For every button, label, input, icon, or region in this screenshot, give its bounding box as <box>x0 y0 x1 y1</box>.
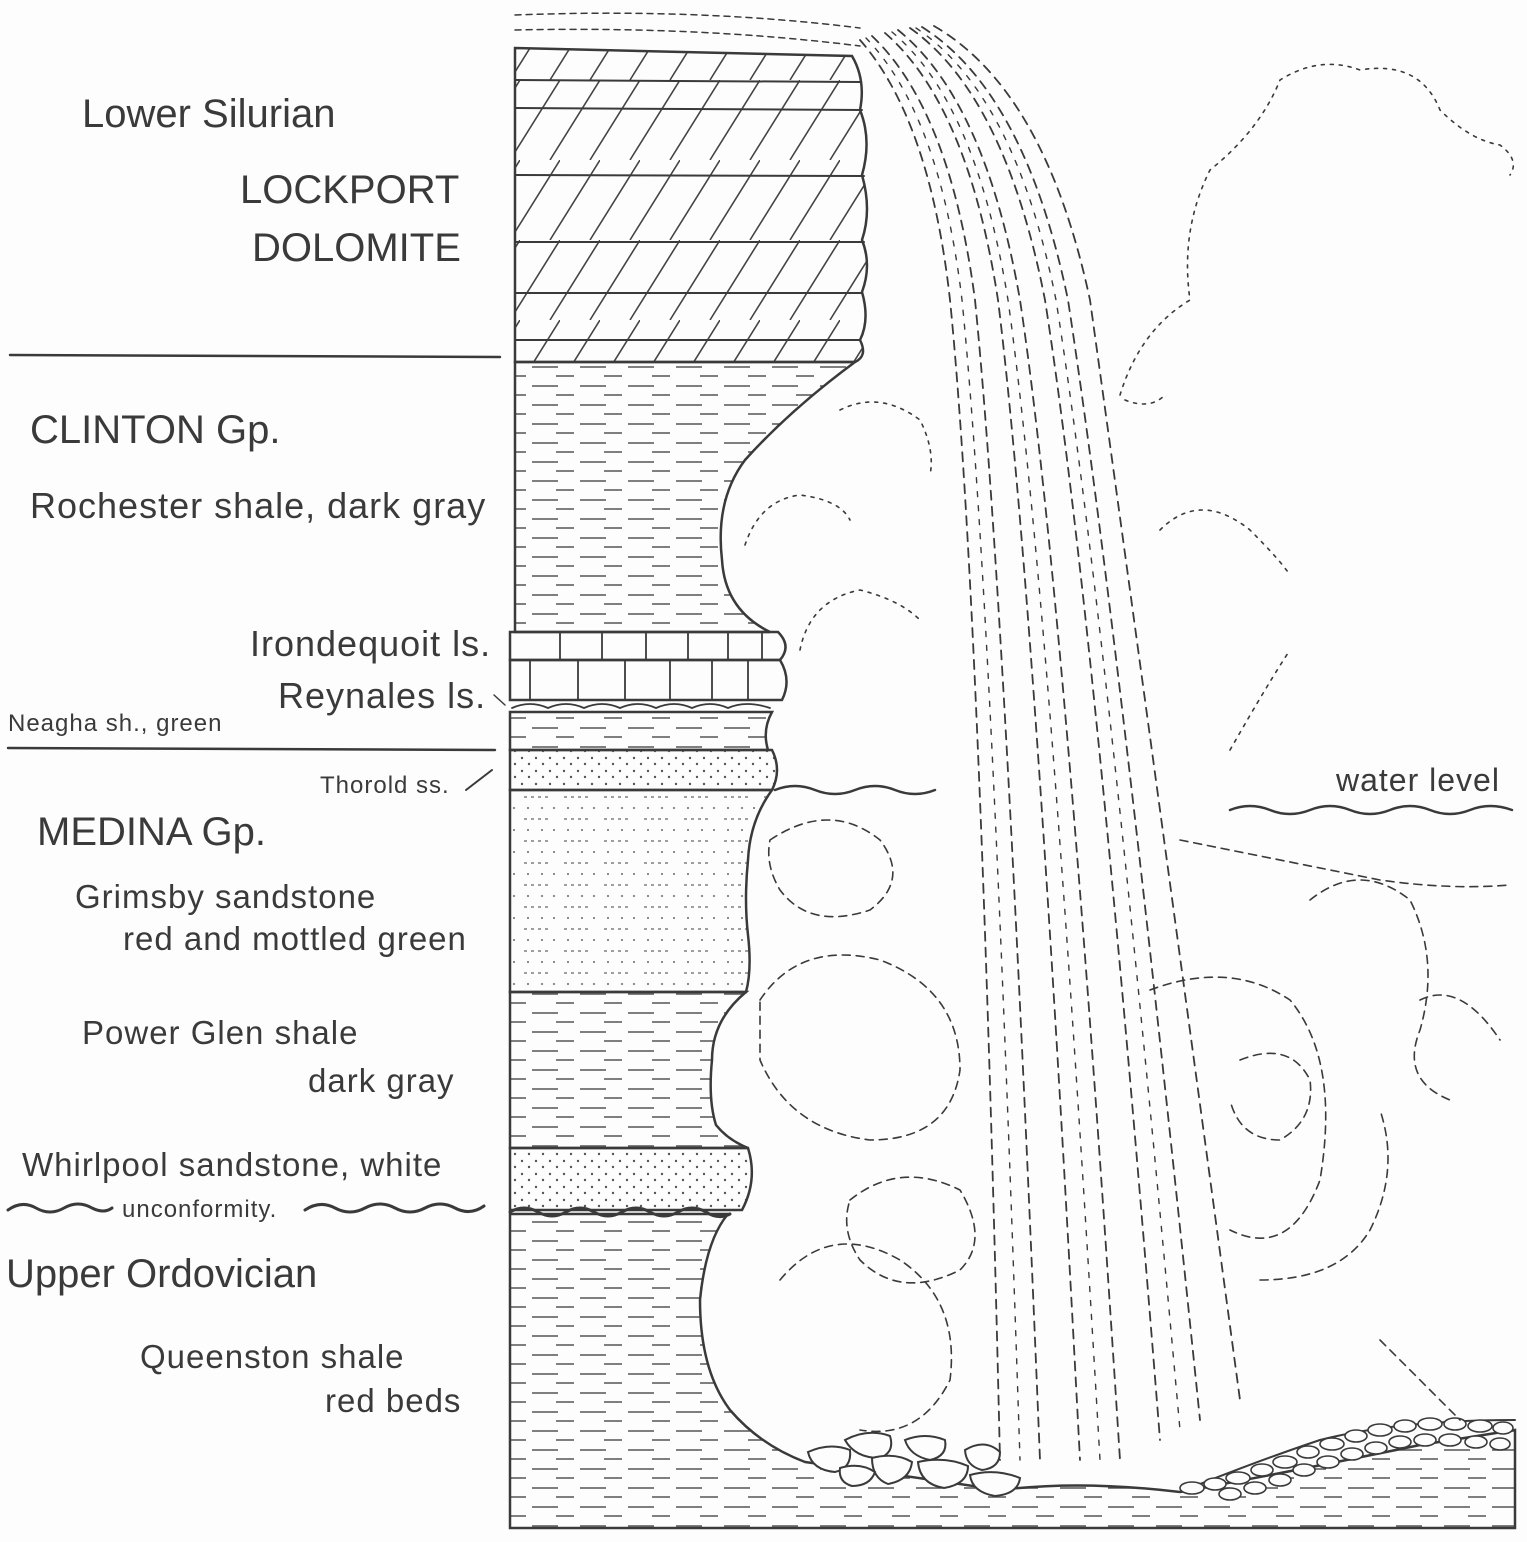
label-power-glen-1: Power Glen shale <box>82 1016 358 1049</box>
irondequoit-blocks <box>560 632 762 660</box>
label-thorold-sandstone: Thorold ss. <box>320 774 450 798</box>
label-unconformity: unconformity. <box>122 1198 277 1222</box>
grimsby-sandstone-layer <box>510 790 772 992</box>
lockport-dolomite-layer <box>515 48 867 362</box>
label-neagha-shale: Neagha sh., green <box>8 712 222 736</box>
reynales-limestone-layer <box>510 660 787 700</box>
thorold-sandstone-layer <box>510 750 777 790</box>
boundary-line-silurian-clinton <box>10 355 500 357</box>
label-medina-group: MEDINA Gp. <box>37 812 266 852</box>
falling-water-curtain <box>860 26 1240 1460</box>
plunge-pool-eddies <box>760 820 1510 1431</box>
boundary-line-clinton-medina <box>8 748 495 750</box>
label-queenston-2: red beds <box>325 1384 461 1417</box>
label-rochester-shale: Rochester shale, dark gray <box>30 488 486 524</box>
label-clinton-group: CLINTON Gp. <box>30 410 280 450</box>
label-grimsby-1: Grimsby sandstone <box>75 880 376 913</box>
label-irondequoit: Irondequoit ls. <box>250 626 491 662</box>
label-grimsby-2: red and mottled green <box>123 922 467 955</box>
label-whirlpool-sandstone: Whirlpool sandstone, white <box>22 1148 442 1181</box>
label-lower-silurian: Lower Silurian <box>82 94 335 134</box>
unconformity-line-left <box>8 1204 112 1212</box>
falling-water-curtain-inner <box>866 28 1180 1460</box>
crest-water <box>515 13 860 46</box>
whirlpool-sandstone-layer <box>510 1148 752 1210</box>
power-glen-shale-layer <box>510 992 748 1148</box>
unconformity-line-right <box>305 1204 484 1212</box>
thorold-leader-line <box>466 770 492 790</box>
reynales-leader-line <box>494 695 505 705</box>
label-dolomite: DOLOMITE <box>252 228 461 268</box>
water-surface-right <box>1230 806 1512 814</box>
rochester-shale-layer <box>515 362 855 632</box>
label-power-glen-2: dark gray <box>308 1064 455 1097</box>
irondequoit-limestone-layer <box>510 632 786 660</box>
label-upper-ordovician: Upper Ordovician <box>6 1254 317 1294</box>
label-lockport: LOCKPORT <box>240 170 459 210</box>
label-queenston-1: Queenston shale <box>140 1340 405 1373</box>
water-surface-left <box>775 786 935 794</box>
label-reynales: Reynales ls. <box>278 678 486 714</box>
label-water-level: water level <box>1336 764 1500 796</box>
neagha-shale-layer <box>510 712 772 750</box>
